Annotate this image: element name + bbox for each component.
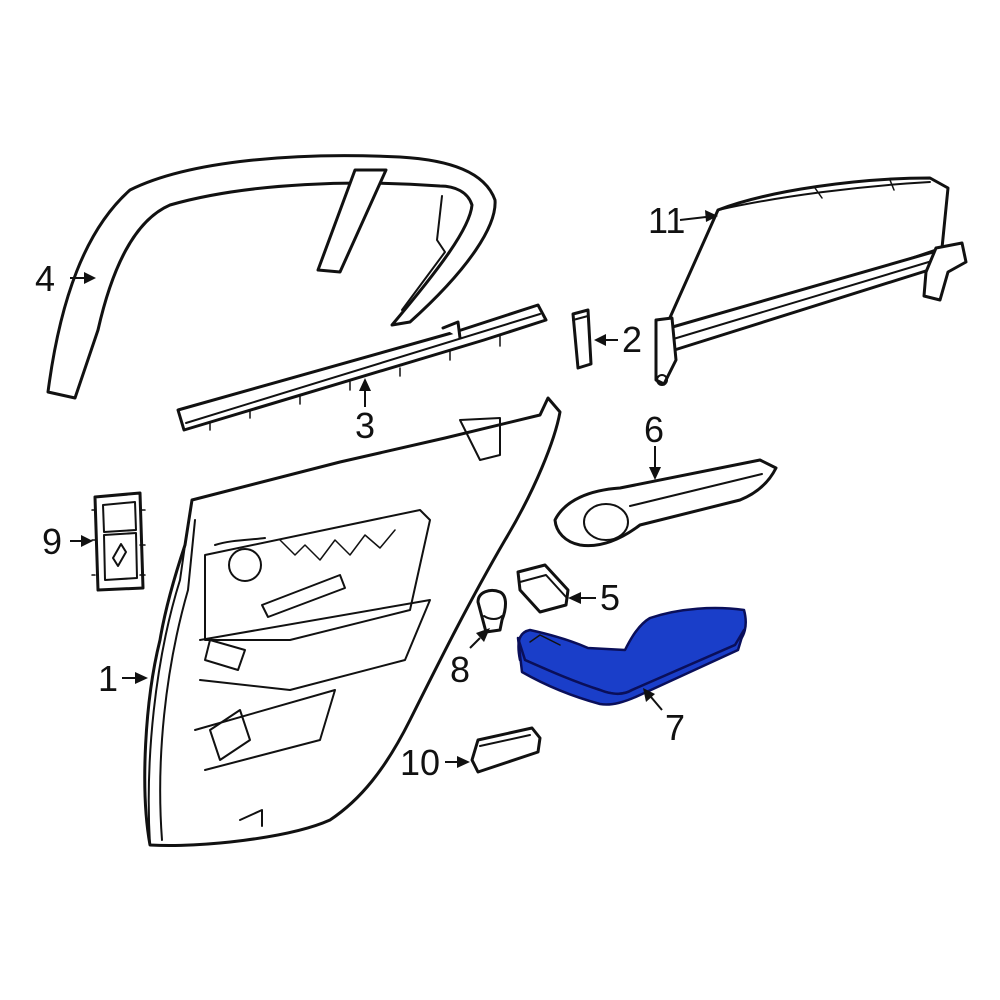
callout-9: 9 (42, 521, 62, 562)
callout-8: 8 (450, 649, 470, 690)
part-1-door-trim-panel (143, 396, 562, 848)
callout-labels: 4 11 2 3 6 9 5 8 1 7 10 (35, 200, 685, 783)
callout-11: 11 (648, 200, 685, 241)
callout-3: 3 (355, 405, 375, 446)
part-5-bracket (516, 563, 570, 614)
part-6-upper-trim-insert (553, 458, 778, 548)
callout-7: 7 (665, 707, 685, 748)
callout-6: 6 (644, 409, 664, 450)
part-2-trim-clip (571, 308, 593, 370)
callout-leaders (70, 210, 718, 768)
part-11-window-sunshade (654, 176, 968, 386)
part-10-handle-bezel (470, 726, 542, 774)
part-8-grommet (476, 588, 507, 634)
part-7-armrest-highlighted (516, 606, 747, 706)
callout-1: 1 (98, 658, 118, 699)
callout-4: 4 (35, 258, 55, 299)
part-9-window-switch (91, 491, 146, 592)
callout-5: 5 (600, 577, 620, 618)
part-4-window-frame-moulding (46, 154, 497, 400)
callout-2: 2 (622, 319, 642, 360)
part-3-belt-weatherstrip (176, 303, 548, 432)
callout-10: 10 (400, 742, 440, 783)
